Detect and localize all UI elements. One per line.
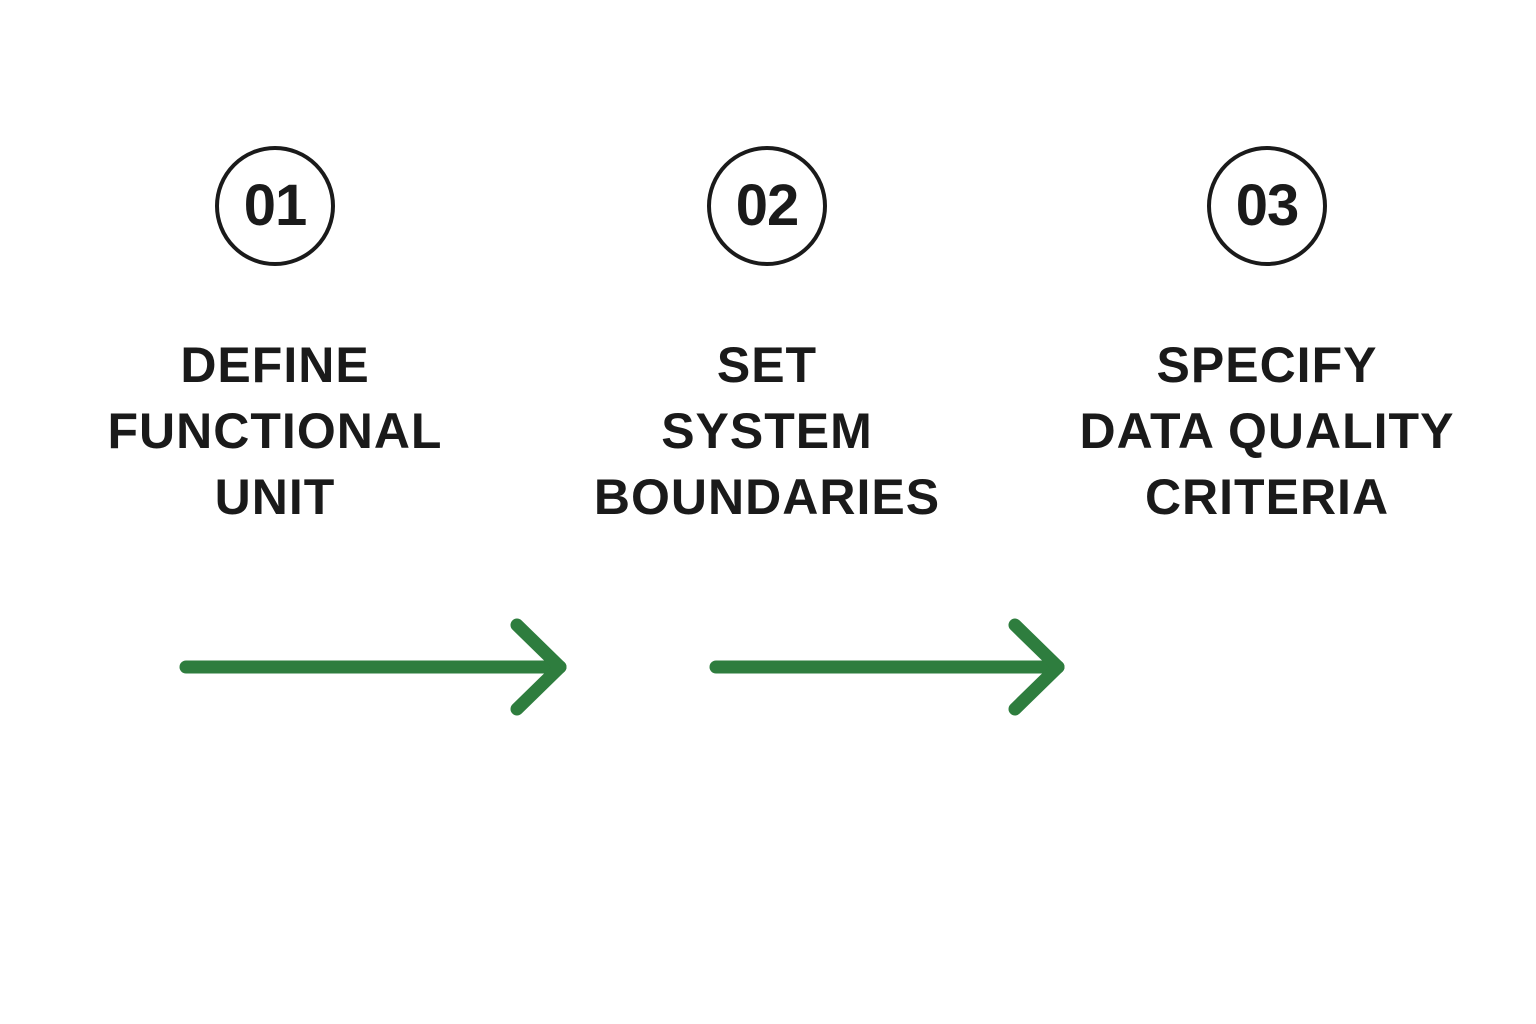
step-label-line: BOUNDARIES — [593, 469, 941, 525]
step-03: 03 SPECIFY DATA QUALITY CRITERIA — [1027, 146, 1507, 530]
step-number-badge: 03 — [1207, 146, 1327, 266]
step-label: SET SYSTEM BOUNDARIES — [594, 332, 940, 530]
step-02: 02 SET SYSTEM BOUNDARIES — [527, 146, 1007, 530]
step-label-line: DEFINE — [180, 337, 370, 393]
step-label-line: FUNCTIONAL — [107, 403, 443, 459]
step-label-line: SPECIFY — [1156, 337, 1378, 393]
step-01: 01 DEFINE FUNCTIONAL UNIT — [35, 146, 515, 530]
step-label: DEFINE FUNCTIONAL UNIT — [108, 332, 443, 530]
arrow-right-icon — [179, 618, 567, 716]
arrow-right-icon — [709, 618, 1065, 716]
step-label-line: SYSTEM — [661, 403, 873, 459]
step-label-line: UNIT — [214, 469, 336, 525]
step-label-line: DATA QUALITY — [1079, 403, 1455, 459]
step-label: SPECIFY DATA QUALITY CRITERIA — [1080, 332, 1455, 530]
step-number-badge: 01 — [215, 146, 335, 266]
step-label-line: CRITERIA — [1144, 469, 1390, 525]
step-number-badge: 02 — [707, 146, 827, 266]
step-label-line: SET — [716, 337, 818, 393]
